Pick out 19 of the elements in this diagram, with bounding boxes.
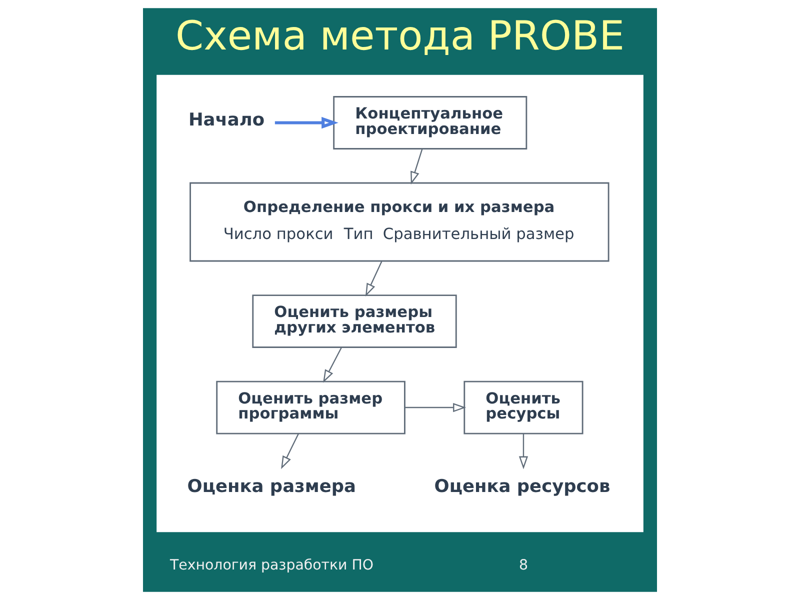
diagram-title: Схема метода PROBE	[176, 14, 624, 60]
node-text: Оценка ресурсов	[434, 477, 610, 498]
node-text: Начало	[188, 110, 265, 131]
node-box: Определение прокси и их размера Число прокси Тип Сравнительный размер	[190, 182, 610, 262]
arrow	[405, 402, 466, 412]
arrow	[410, 148, 423, 184]
arrow	[365, 261, 382, 296]
node-box: Оценить размер программы	[216, 380, 406, 434]
arrow	[323, 347, 342, 383]
cluster	[156, 74, 644, 532]
label: Технология разработки ПО	[170, 558, 374, 574]
label: 8	[518, 558, 528, 574]
node-box: Оценить размеры других элементов	[252, 294, 457, 348]
arrow	[281, 434, 299, 470]
arrow	[518, 434, 528, 470]
node-text: Оценка размера	[187, 477, 356, 498]
arrow	[274, 116, 338, 129]
node-box: Оценить ресурсы	[464, 380, 584, 434]
node-box: Концептуальное проектирование	[333, 96, 528, 150]
